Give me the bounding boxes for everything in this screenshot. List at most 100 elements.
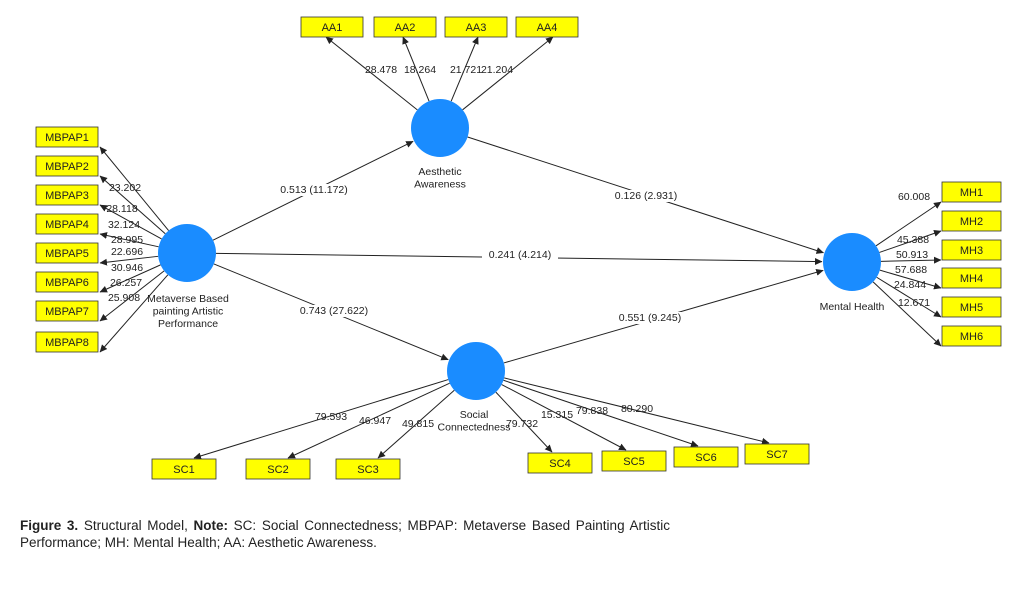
indicator-aa1: AA1: [300, 16, 364, 38]
indicator-label: MBPAP1: [45, 132, 89, 144]
indicator-mbpap3: MBPAP3: [35, 184, 99, 206]
indicator-label: MH6: [960, 331, 983, 343]
loading-edge-mbpap3: [99, 204, 162, 240]
loading-edge-sc3: [377, 389, 455, 459]
indicator-box: [151, 458, 217, 480]
loading-value-mh2: 45.388: [897, 234, 929, 246]
structural-model-diagram: 0.513 (11.172)0.126 (2.931)0.241 (4.214)…: [35, 16, 1002, 480]
indicator-box: [35, 271, 99, 293]
loading-edge-mbpap2: [99, 175, 166, 235]
indicator-mbpap2: MBPAP2: [35, 155, 99, 177]
latent-label-mbpap: Performance: [158, 318, 218, 330]
loading-edge-aa3: [450, 36, 479, 102]
loading-value-sc7: 80.290: [621, 403, 653, 415]
figure-caption: Figure 3. Structural Model, Note: SC: So…: [20, 517, 670, 551]
latent-label-sc: Connectedness: [438, 422, 511, 434]
loading-value-mbpap3: 32.124: [108, 219, 140, 231]
loading-value-mbpap2: 28.118: [106, 203, 137, 215]
indicator-sc2: SC2: [245, 458, 311, 480]
indicator-label: SC3: [357, 464, 378, 476]
indicator-label: AA3: [466, 22, 487, 34]
indicator-box: [35, 300, 99, 322]
loading-value-aa1: 28.478: [365, 64, 397, 76]
indicator-label: MBPAP6: [45, 277, 89, 289]
path-coefficient-mbpap-sc: 0.743 (27.622): [300, 305, 368, 317]
indicator-aa2: AA2: [373, 16, 437, 38]
indicator-box: [35, 184, 99, 206]
indicator-mh3: MH3: [941, 239, 1002, 261]
loading-edge-mh4: [879, 269, 942, 290]
indicator-label: AA4: [537, 22, 558, 34]
latent-label-aa: Aesthetic: [418, 166, 461, 178]
indicator-box: [515, 16, 579, 38]
caption-text-a: Structural Model,: [83, 518, 194, 533]
loading-value-mh5: 24.844: [894, 279, 926, 291]
loading-value-mbpap8: 25.908: [108, 292, 140, 304]
indicator-label: MBPAP4: [45, 219, 89, 231]
indicator-mbpap7: MBPAP7: [35, 300, 99, 322]
loading-edge-mh1: [875, 201, 942, 247]
loading-value-mbpap1: 23.202: [109, 182, 141, 194]
indicator-label: SC7: [766, 449, 787, 461]
indicator-label: MH5: [960, 302, 983, 314]
loading-value-sc3: 49.815: [402, 418, 434, 430]
indicator-label: SC6: [695, 452, 716, 464]
loading-value-mh1: 60.008: [898, 191, 930, 203]
latent-variable-sc: [447, 342, 505, 400]
indicator-mh1: MH1: [941, 181, 1002, 203]
loading-value-mbpap5: 22.696: [111, 246, 143, 258]
loading-edge-sc7: [504, 377, 770, 445]
latent-variable-mh: [823, 233, 881, 291]
indicator-sc6: SC6: [673, 446, 739, 468]
loading-edge-mh6: [872, 281, 942, 347]
path-label-bg: [482, 249, 558, 261]
latent-label-mbpap: Metaverse Based: [147, 293, 229, 305]
indicator-mh4: MH4: [941, 267, 1002, 289]
path-coefficient-aa-mh: 0.126 (2.931): [615, 190, 677, 202]
indicator-box: [527, 452, 593, 474]
indicator-box: [245, 458, 311, 480]
loading-edge-mbpap6: [99, 264, 161, 293]
indicator-box: [941, 181, 1002, 203]
path-label-bg: [296, 305, 372, 317]
path-coefficient-sc-mh: 0.551 (9.245): [619, 312, 681, 324]
indicator-label: MH3: [960, 245, 983, 257]
loading-edge-mbpap8: [99, 274, 169, 353]
loading-edge-mbpap1: [99, 146, 169, 231]
latent-label-mbpap: painting Artistic: [153, 306, 224, 318]
loading-edge-mbpap4: [99, 232, 159, 248]
loading-edge-aa1: [325, 36, 418, 111]
indicator-label: MBPAP2: [45, 161, 89, 173]
latent-label-sc: Social: [460, 409, 489, 421]
indicator-box: [35, 155, 99, 177]
latent-label-aa: Awareness: [414, 179, 466, 191]
indicator-mbpap1: MBPAP1: [35, 126, 99, 148]
indicator-mbpap8: MBPAP8: [35, 331, 99, 353]
latent-label-mh: Mental Health: [820, 301, 885, 313]
indicator-sc1: SC1: [151, 458, 217, 480]
path-label-bg: [608, 190, 684, 202]
indicator-sc7: SC7: [744, 443, 810, 465]
indicator-label: AA2: [395, 22, 416, 34]
indicator-label: SC2: [267, 464, 288, 476]
indicator-aa3: AA3: [444, 16, 508, 38]
indicator-mbpap5: MBPAP5: [35, 242, 99, 264]
indicator-box: [941, 210, 1002, 232]
loading-edge-sc2: [287, 382, 450, 459]
indicator-box: [941, 325, 1002, 347]
loading-value-aa3: 21.721: [450, 64, 482, 76]
caption-text-b: SC: Social Connectedness; MBPAP: Metaver…: [20, 518, 670, 550]
loading-edge-aa2: [402, 36, 430, 102]
loading-value-mbpap7: 26.257: [110, 277, 142, 289]
loading-value-sc1: 79.593: [315, 411, 347, 423]
loading-value-sc6: 79.838: [576, 405, 608, 417]
indicator-box: [941, 239, 1002, 261]
indicator-label: MBPAP8: [45, 337, 89, 349]
indicator-label: MBPAP7: [45, 306, 89, 318]
loading-value-mh6: 12.671: [898, 297, 930, 309]
loading-edge-sc1: [193, 379, 449, 460]
loading-edge-mbpap7: [99, 270, 165, 322]
caption-figure-label: Figure 3.: [20, 518, 79, 533]
loading-edge-aa4: [462, 36, 554, 111]
